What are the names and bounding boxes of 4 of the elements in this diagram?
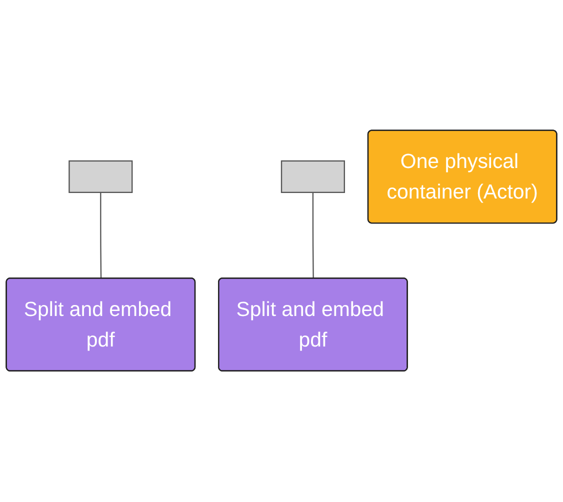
node-box	[280, 160, 345, 194]
node-box	[68, 160, 133, 194]
connector	[100, 192, 102, 279]
connector	[312, 192, 314, 279]
